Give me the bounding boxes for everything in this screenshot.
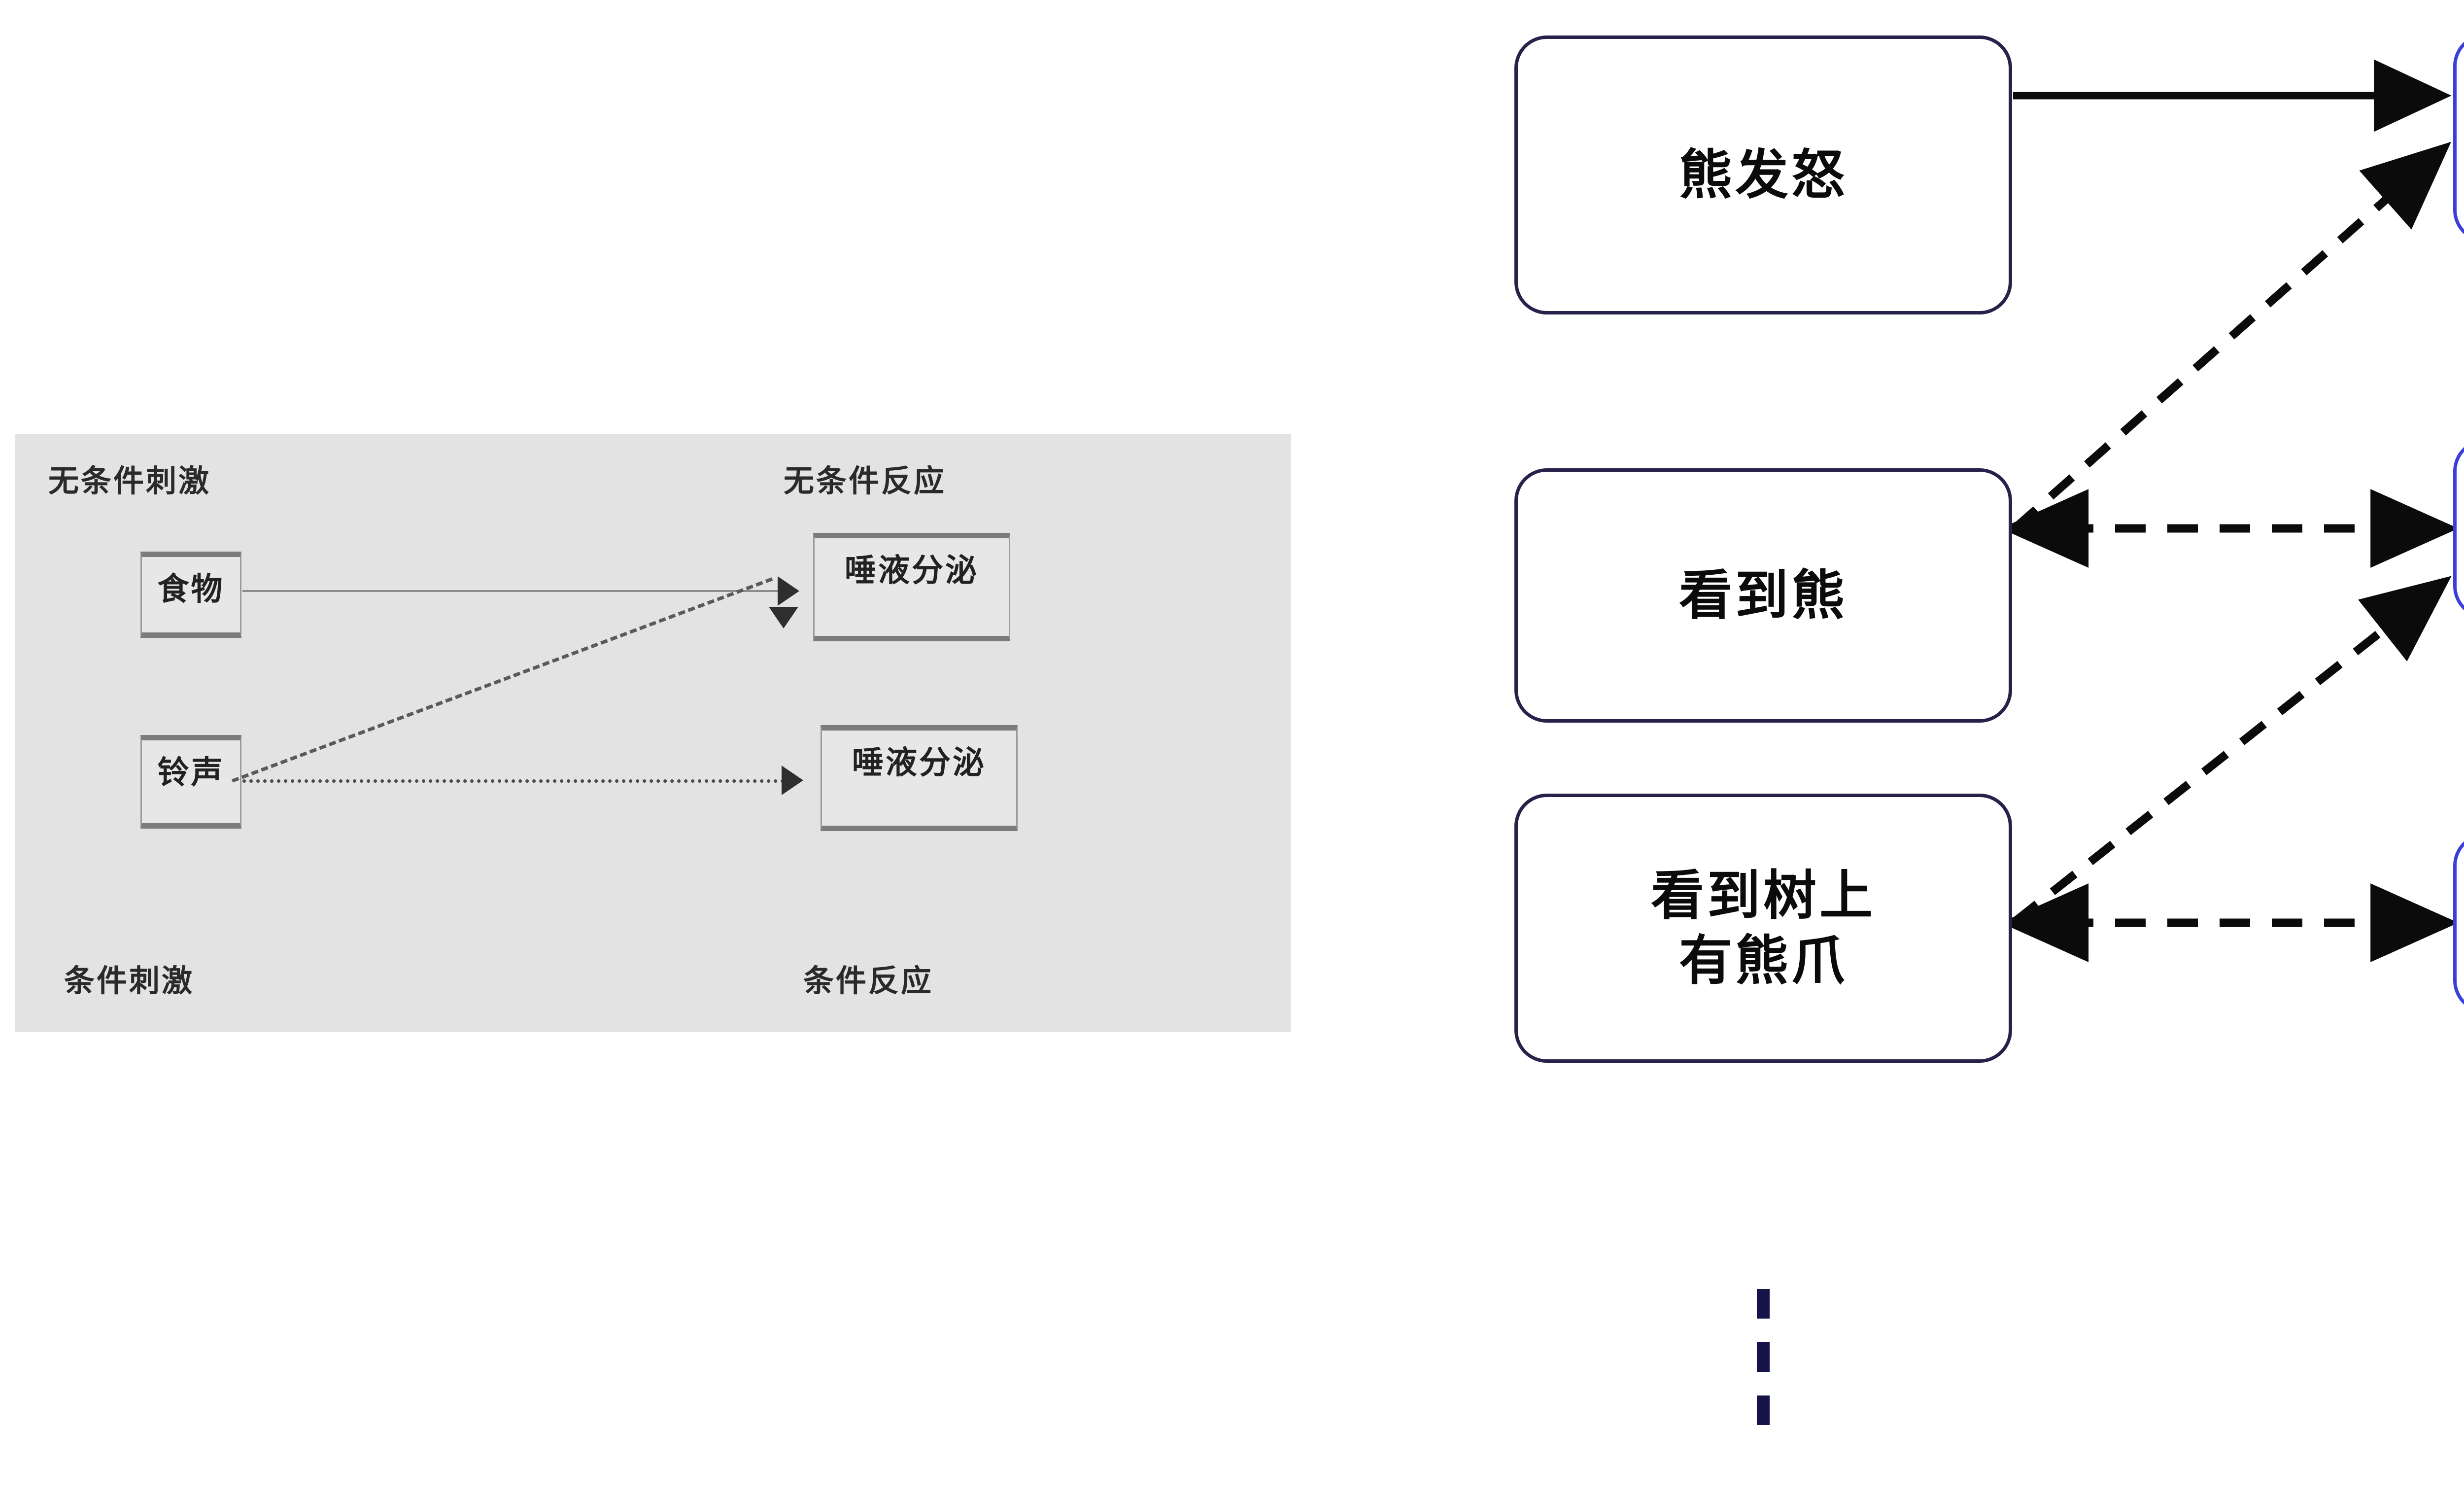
node-see-bear[interactable]: 看到熊 — [1514, 468, 2012, 723]
arrow-bell-to-salivation2-line — [242, 779, 785, 783]
ellipsis-dot — [1757, 1289, 1770, 1319]
edge-see-bear-to-reward — [2012, 141, 2452, 532]
arrow-bell-to-salivation2-head — [782, 766, 803, 795]
arrow-bell-to-salivation1-head — [769, 607, 798, 628]
box-salivation-unconditioned-label: 唾液分泌 — [845, 553, 979, 588]
box-salivation-conditioned-label: 唾液分泌 — [852, 745, 986, 780]
node-see-bear-label: 看到熊 — [1678, 565, 1848, 626]
box-bell: 铃声 — [140, 735, 241, 829]
left-ellipsis — [1757, 1289, 1770, 1449]
rl-edges-layer — [2000, 59, 2459, 962]
box-food-label: 食物 — [157, 571, 225, 607]
label-unconditioned-response: 无条件反应 — [784, 464, 947, 498]
label-conditioned-response: 条件反应 — [803, 964, 934, 998]
box-salivation-conditioned: 唾液分泌 — [821, 725, 1018, 831]
node-v-s[interactable]: V(s) — [2453, 833, 2464, 1013]
node-reward[interactable]: 奖励 — [2453, 34, 2464, 243]
box-salivation-unconditioned: 唾液分泌 — [813, 533, 1010, 641]
arrow-food-to-salivation-line — [242, 590, 780, 592]
box-bell-label: 铃声 — [157, 755, 225, 790]
node-v-s-prime[interactable]: V(s′) — [2453, 439, 2464, 619]
ellipsis-dot — [1757, 1342, 1770, 1372]
label-unconditioned-stimulus: 无条件刺激 — [48, 464, 211, 498]
node-see-claw[interactable]: 看到树上 有熊爪 — [1514, 794, 2012, 1063]
arrow-bell-to-salivation1-line — [232, 577, 773, 783]
arrow-food-to-salivation-head — [778, 576, 799, 606]
label-conditioned-stimulus: 条件刺激 — [64, 964, 195, 998]
rl-value-diagram: 熊发怒 看到熊 看到树上 有熊爪 奖励 V(s′) V(s) — [1429, 0, 2464, 1499]
edge-see-claw-to-vsprime — [2012, 576, 2452, 925]
box-food: 食物 — [140, 552, 241, 638]
node-bear-angry[interactable]: 熊发怒 — [1514, 35, 2012, 314]
node-see-claw-label: 看到树上 有熊爪 — [1650, 866, 1876, 990]
node-bear-angry-label: 熊发怒 — [1678, 145, 1848, 205]
classical-conditioning-panel: 无条件刺激 无条件反应 条件刺激 条件反应 食物 唾液分泌 铃声 唾液分泌 — [15, 434, 1291, 1032]
ellipsis-dot — [1757, 1395, 1770, 1425]
